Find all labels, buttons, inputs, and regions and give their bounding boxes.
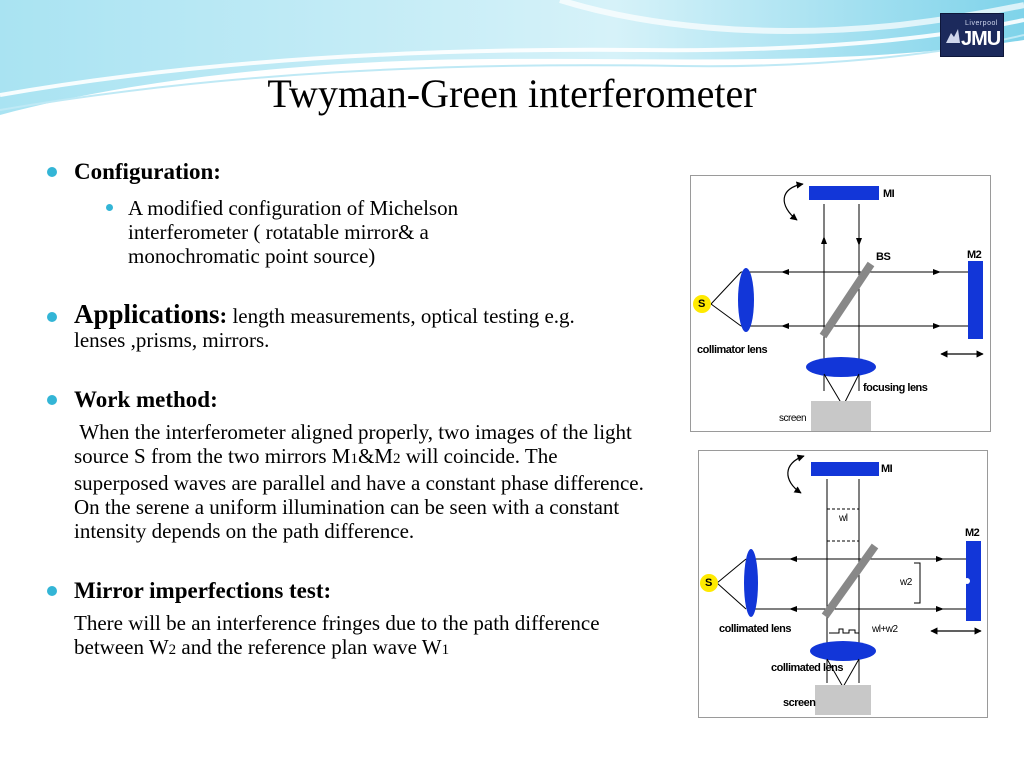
mirror-m2	[966, 541, 981, 621]
bullet-configuration: Configuration:	[44, 160, 654, 184]
subscript-1: 1	[350, 451, 358, 467]
mirror-test-paragraph: There will be an interference fringes du…	[44, 611, 654, 662]
label-screen: screen	[779, 413, 807, 424]
applications-text: length measurements, optical testing e.g…	[74, 304, 612, 352]
bullet-dot-icon	[47, 586, 57, 596]
label-s: S	[698, 298, 705, 310]
collimated-lens-1	[744, 549, 758, 617]
label-screen: screen	[783, 697, 816, 709]
label-collimator: collimator lens	[697, 344, 768, 356]
label-w1w2: wl+w2	[872, 624, 898, 635]
beam-splitter	[821, 543, 879, 619]
mirror-test-text-1: There will be an interference fringes du…	[74, 611, 600, 659]
subscript-2: 2	[392, 451, 401, 467]
applications-heading: Applications	[74, 299, 220, 329]
label-bs: BS	[876, 251, 891, 263]
mirror-m2	[968, 261, 983, 339]
mirror-test-diagram: MI wl M2 w2 S wl+w2 collimated lens coll…	[698, 450, 988, 718]
light-source	[693, 295, 711, 313]
bullet-applications: Applications: length measurements, optic…	[44, 299, 654, 352]
sub-bullet-dot-icon	[106, 204, 113, 211]
university-logo: Liverpool JMU	[940, 13, 1004, 57]
liver-bird-icon	[946, 29, 960, 43]
header-wave-decoration	[0, 0, 1024, 115]
collimator-lens	[738, 268, 754, 332]
work-method-text-1: When the interferometer aligned properly…	[74, 420, 638, 468]
label-s: S	[705, 577, 712, 589]
subscript-1: 2	[168, 642, 177, 658]
work-method-paragraph: When the interferometer aligned properly…	[44, 420, 654, 543]
configuration-sub-bullet: A modified configuration of Michelson in…	[44, 196, 528, 268]
screen	[815, 685, 871, 715]
work-method-heading: Work method:	[74, 387, 218, 412]
label-m1: MI	[883, 188, 895, 200]
mirror-m1	[809, 186, 879, 200]
label-m2: M2	[967, 249, 982, 261]
logo-jmu-text: JMU	[961, 28, 1001, 50]
twyman-green-diagram: MI BS M2 S collimator lens focusing lens…	[690, 175, 991, 432]
mirror-test-heading: Mirror imperfections test:	[74, 578, 332, 603]
slide-title: Twyman-Green interferometer	[267, 71, 757, 116]
light-source	[700, 574, 718, 592]
label-m2: M2	[965, 527, 980, 539]
mirror-m1	[811, 462, 879, 476]
work-method-text-2: &M	[357, 444, 393, 468]
focusing-lens	[806, 357, 876, 377]
label-collimated-1: collimated lens	[719, 623, 791, 635]
diagram-drawing	[693, 181, 984, 431]
slide-content: Configuration: A modified configuration …	[44, 160, 654, 662]
bullet-dot-icon	[47, 312, 57, 322]
work-method-text-3: will coincide. The superposed waves are …	[74, 444, 644, 543]
bullet-dot-icon	[47, 167, 57, 177]
label-w1: wl	[839, 513, 848, 524]
bullet-dot-icon	[47, 395, 57, 405]
label-w2: w2	[900, 577, 912, 588]
configuration-text: A modified configuration of Michelson in…	[128, 196, 459, 268]
beam-splitter	[819, 261, 875, 339]
configuration-heading: Configuration:	[74, 159, 221, 184]
bullet-work-method: Work method:	[44, 388, 654, 412]
screen	[811, 401, 871, 431]
label-collimated-2: collimated lens	[771, 662, 843, 674]
mirror-test-text-2: and the reference plan wave W	[176, 635, 442, 659]
bullet-mirror-test: Mirror imperfections test:	[44, 579, 654, 603]
subscript-2: 1	[441, 642, 450, 658]
collimated-lens-2	[810, 641, 876, 661]
label-m1: MI	[881, 463, 893, 475]
diagram-drawing	[700, 454, 982, 715]
logo-liverpool-text: Liverpool	[965, 20, 998, 27]
applications-colon: :	[219, 303, 228, 328]
label-focusing: focusing lens	[863, 382, 928, 394]
